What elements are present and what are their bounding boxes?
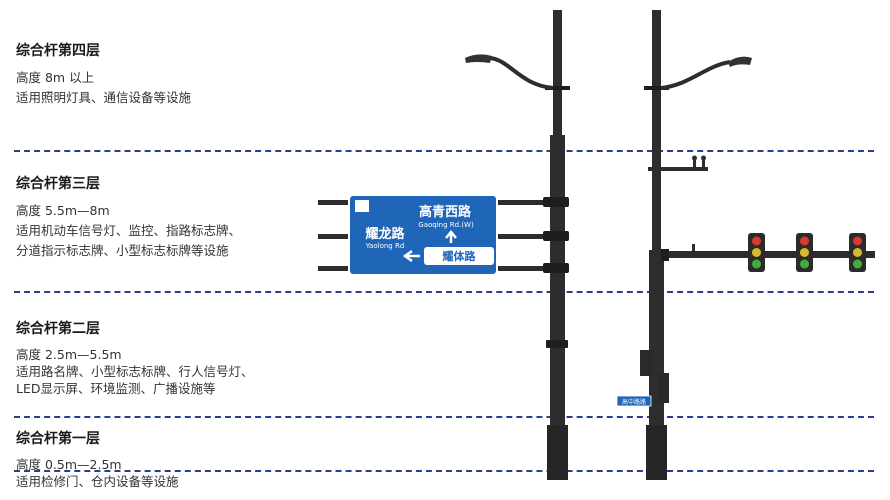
traffic-light-1 [748,233,765,272]
camera-icon-2 [701,155,706,161]
divider-3-2 [14,291,874,293]
layer-1: 综合杆第一层 高度 0.5m—2.5m 适用检修门、仓内设备等设施 [16,428,179,490]
right-pole-shaft [652,10,661,480]
traffic-light-2 [796,233,813,272]
layer-1-title: 综合杆第一层 [16,431,100,447]
layer-3-usage-1: 适用机动车信号灯、监控、指路标志牌、 [16,223,242,238]
traffic-light-1-yellow [752,248,761,257]
sign-left-arrow-icon [402,249,420,263]
traffic-light-1-red [752,236,761,246]
right-pole: 高中路路 [616,10,875,480]
equipment-box-upper [640,350,653,376]
signal-arm-post [692,244,695,252]
signal-arm-clamp [661,249,669,261]
right-lamp-arm [660,60,731,90]
equipment-box-lower [658,373,669,403]
camera-icon-1 [692,155,697,161]
layer-2-title: 综合杆第二层 [16,321,100,337]
layer-2-usage-1: 适用路名牌、小型标志标牌、行人信号灯、 [16,364,254,379]
layer-3-height: 高度 5.5m—8m [16,203,110,218]
traffic-light-3-green [853,259,862,269]
right-pole-base [646,425,667,480]
camera-mount-2 [702,158,705,168]
sign-left-road-cn: 耀龙路 [364,226,405,242]
layer-4-height: 高度 8m 以上 [16,70,95,85]
layer-2-height: 高度 2.5m—5.5m [16,347,122,362]
left-lamp-arm [489,56,554,90]
layer-4-title: 综合杆第四层 [16,43,100,59]
traffic-light-2-red [800,236,809,246]
street-name-sign [616,395,652,407]
layer-3-title: 综合杆第三层 [16,176,100,192]
sign-destination-cn: 耀体路 [443,249,477,263]
right-lamp-head [728,56,752,67]
traffic-light-2-green [800,259,809,269]
left-pole-collar [545,86,570,90]
layer-2: 综合杆第二层 高度 2.5m—5.5m 适用路名牌、小型标志标牌、行人信号灯、 … [16,318,254,397]
traffic-light-3-yellow [853,248,862,257]
right-pole-collar [644,86,669,90]
right-pole-lower-shaft [649,250,664,480]
left-arm-clamp-1 [543,197,569,207]
left-pole-lower-shaft [550,135,565,480]
sign-right-road-cn: 高青西路 [419,204,472,220]
traffic-light-3 [849,233,866,272]
divider-2-1 [14,416,874,418]
camera-mount-1 [693,158,696,168]
traffic-light-1-green [752,259,761,269]
guide-sign-corner-emblem [355,200,369,212]
left-arm-clamp-2 [543,231,569,241]
layer-4-usage: 适用照明灯具、通信设备等设施 [16,90,192,105]
sign-destination-box [424,247,494,265]
left-pole-joint [546,340,568,348]
left-arm-clamp-3 [543,263,569,273]
layer-1-height: 高度 0.5m—2.5m [16,457,122,472]
traffic-light-3-red [853,236,862,246]
street-name-sign-text: 高中路路 [622,398,646,406]
layer-1-usage: 适用检修门、仓内设备等设施 [16,474,179,489]
divider-bottom [14,470,874,472]
camera-bracket [648,167,708,171]
layer-4: 综合杆第四层 高度 8m 以上 适用照明灯具、通信设备等设施 [16,40,191,108]
sign-right-road-en: Gaoqing Rd.(W) [418,221,474,229]
sign-up-arrow-icon [445,230,457,243]
traffic-light-2-yellow [800,248,809,257]
layer-3-usage-2: 分道指示标志牌、小型标志标牌等设施 [16,243,229,258]
guide-sign: 高青西路 Gaoqing Rd.(W) 耀龙路 Yaolong Rd 耀体路 [348,194,498,276]
left-pole-base [547,425,568,480]
layer-3: 综合杆第三层 高度 5.5m—8m 适用机动车信号灯、监控、指路标志牌、 分道指… [16,173,241,261]
sign-left-road-en: Yaolong Rd [365,242,405,250]
layer-2-usage-2: LED显示屏、环境监测、广播设施等 [16,381,216,396]
left-lamp-head [465,54,492,63]
divider-4-3 [14,150,874,152]
